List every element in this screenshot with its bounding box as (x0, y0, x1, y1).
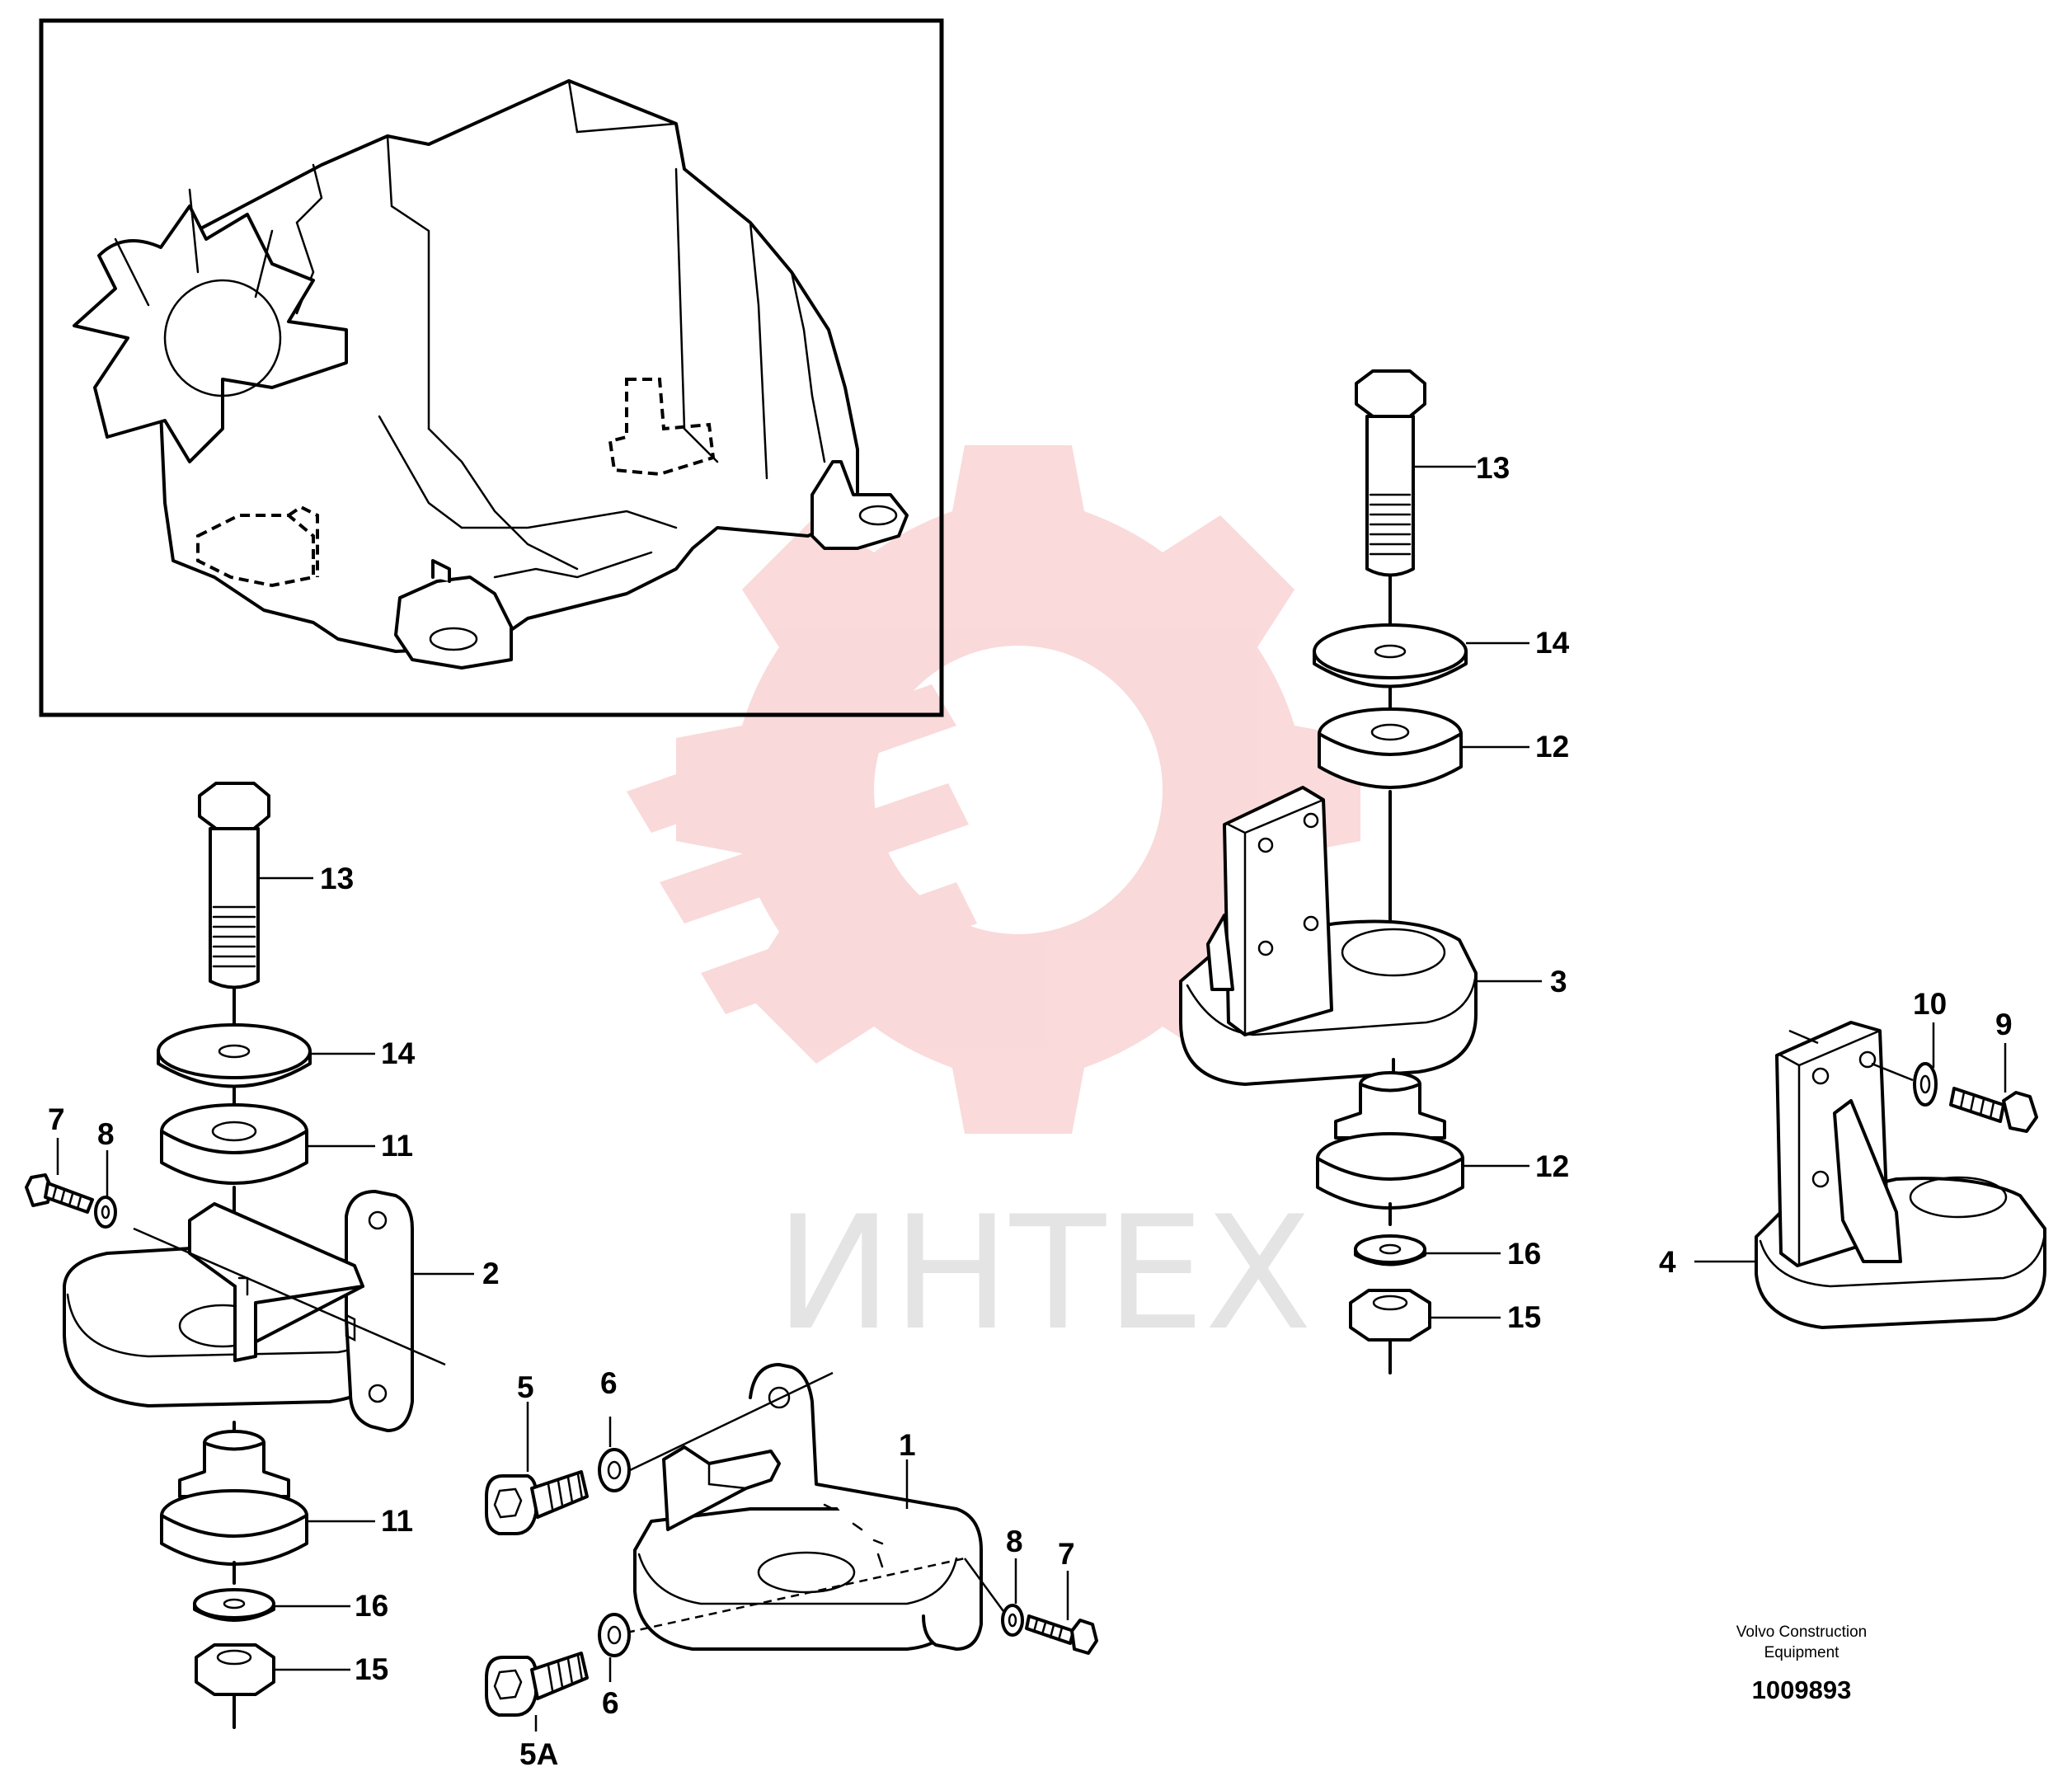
washer-8-left (94, 1196, 117, 1229)
washer-14-right (1313, 623, 1468, 688)
callout-6-upper: 6 (600, 1366, 618, 1400)
callout-16-right: 16 (1507, 1237, 1541, 1271)
callout-10: 10 (1913, 987, 1947, 1021)
washer-6-upper (598, 1448, 631, 1492)
washer-16-right (1354, 1234, 1426, 1266)
socket-screw-5 (485, 1470, 589, 1535)
bolt-13-left (198, 782, 270, 989)
callout-2: 2 (482, 1257, 500, 1290)
callout-5: 5 (517, 1370, 534, 1404)
callout-12-upper: 12 (1535, 730, 1569, 764)
socket-screw-5a (485, 1652, 589, 1717)
bracket-1 (633, 1363, 983, 1651)
watermark-gear-icon (627, 445, 1360, 1134)
document-number: 1009893 (1752, 1675, 1852, 1704)
callout-11-upper: 11 (381, 1129, 413, 1163)
callout-7-left: 7 (48, 1102, 65, 1136)
callout-13-right: 13 (1476, 451, 1510, 485)
callout-9: 9 (1995, 1008, 2013, 1041)
watermark-text: ИНТЕХ (775, 1182, 1312, 1365)
callout-16-left: 16 (355, 1589, 388, 1623)
bracket-3 (1179, 786, 1478, 1086)
nut-15-left (195, 1643, 275, 1696)
bracket-4 (1755, 1021, 2046, 1329)
callout-14-right: 14 (1535, 626, 1570, 660)
callout-3: 3 (1550, 965, 1567, 999)
credit-line-1: Volvo Construction (1736, 1624, 1867, 1641)
isolator-11-lower (160, 1430, 308, 1566)
bracket-2 (63, 1190, 414, 1432)
callout-8-left: 8 (97, 1117, 115, 1151)
washer-10 (1913, 1062, 1938, 1107)
isolator-12-lower (1316, 1071, 1464, 1210)
isolator-11-upper (160, 1103, 308, 1185)
bolt-9 (1949, 1087, 2038, 1133)
washer-6-lower (598, 1613, 631, 1657)
callout-12-lower: 12 (1535, 1149, 1569, 1183)
callout-6-lower: 6 (602, 1686, 619, 1720)
callout-15-right: 15 (1507, 1300, 1541, 1334)
credit-line-2: Equipment (1764, 1644, 1840, 1661)
callout-8-mid: 8 (1006, 1525, 1023, 1558)
isolator-12-upper (1318, 707, 1463, 789)
callout-13-left: 13 (320, 862, 354, 895)
washer-14-left (157, 1023, 312, 1088)
inset-frame (39, 18, 944, 717)
callout-7-mid: 7 (1058, 1537, 1075, 1571)
bolt-7-left (25, 1173, 94, 1214)
callout-1: 1 (899, 1428, 916, 1462)
callout-15-left: 15 (355, 1652, 388, 1686)
nut-15-right (1349, 1289, 1431, 1342)
washer-8-mid (1001, 1604, 1024, 1637)
callout-4: 4 (1659, 1245, 1676, 1279)
callout-11-lower: 11 (381, 1504, 413, 1538)
callout-5a: 5A (519, 1737, 558, 1771)
callout-14-left: 14 (381, 1036, 416, 1070)
bolt-13-right (1355, 369, 1426, 577)
engine-overview-illustration (73, 79, 909, 670)
washer-16-left (193, 1588, 275, 1622)
bolt-7-mid (1025, 1614, 1098, 1655)
